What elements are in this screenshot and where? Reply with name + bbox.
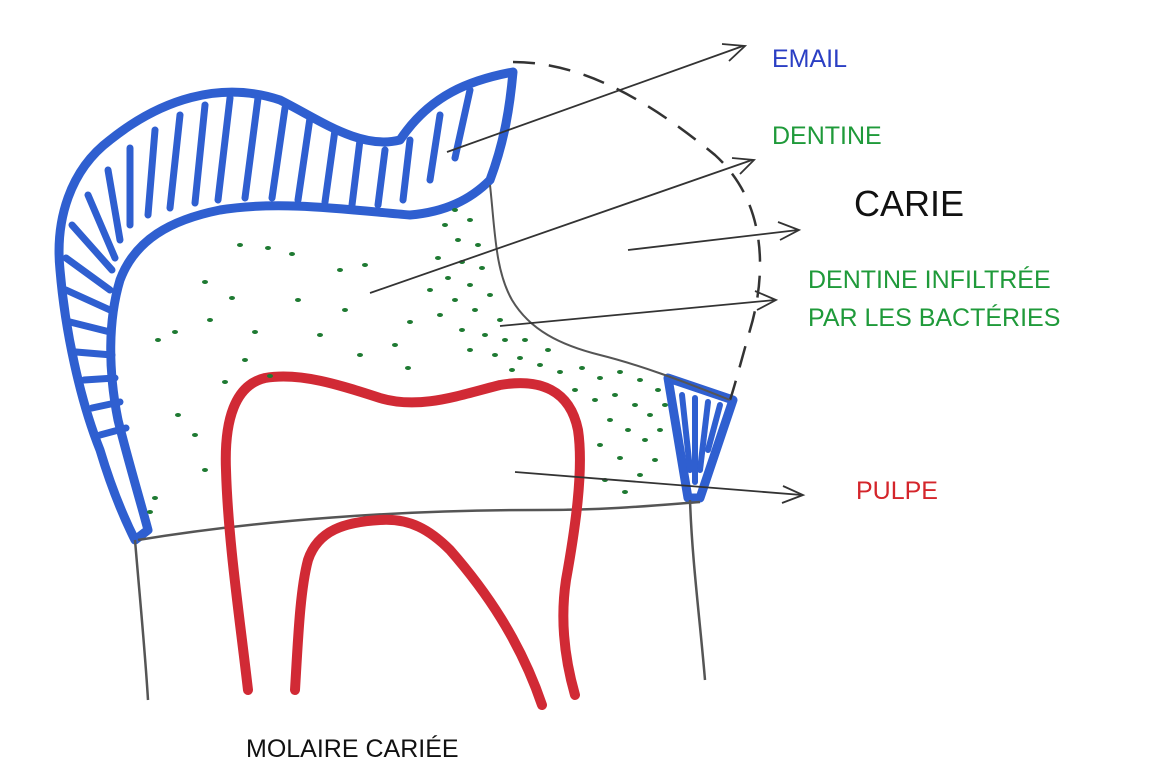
label-carie: CARIE <box>854 183 965 224</box>
arrow-carie <box>627 221 802 251</box>
pulp-inner <box>290 514 547 710</box>
arrow-dentine <box>369 157 756 294</box>
arrow-dentine-infiltree <box>499 290 779 327</box>
cavity-boundary <box>489 184 731 401</box>
arrow-email <box>446 43 748 153</box>
label-dentine-infiltree-line2: PAR LES BACTÉRIES <box>808 304 1061 332</box>
enamel-layer <box>54 67 738 545</box>
bacteria-dots <box>147 208 668 514</box>
label-pulpe: PULPE <box>856 477 938 505</box>
pulp <box>220 371 585 710</box>
label-dentine: DENTINE <box>772 122 882 150</box>
pulp-outer <box>220 371 585 700</box>
carie-dashed-outline <box>512 60 762 401</box>
diagram-caption: MOLAIRE CARIÉE <box>246 735 459 763</box>
label-dentine-infiltree: DENTINE INFILTRÉE PAR LES BACTÉRIES <box>808 261 1060 337</box>
pointer-arrows <box>369 43 806 504</box>
enamel-right-fragment <box>663 373 738 503</box>
enamel-band <box>54 67 518 545</box>
label-email: EMAIL <box>772 45 848 73</box>
label-dentine-infiltree-line1: DENTINE INFILTRÉE <box>808 266 1051 294</box>
arrow-pulpe <box>514 471 806 504</box>
